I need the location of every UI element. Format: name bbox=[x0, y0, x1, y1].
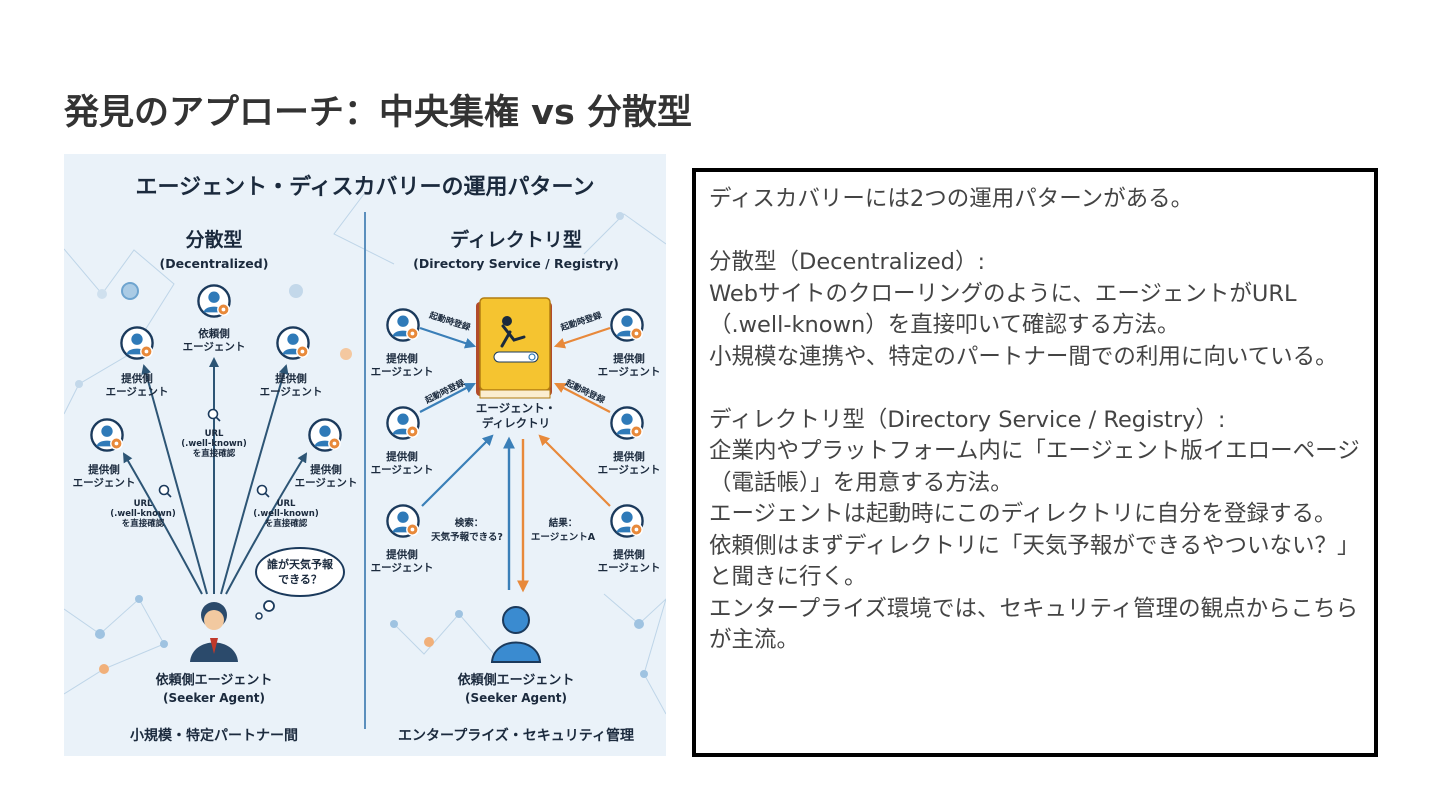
network-nodes bbox=[75, 212, 648, 678]
left-footer: 小規模・特定パートナー間 bbox=[130, 727, 298, 744]
directory-heading: ディレクトリ型（Directory Service / Registry）: bbox=[709, 406, 1226, 433]
left-seeker-line1: 依頼側エージェント bbox=[156, 672, 273, 688]
url-label-center-line1: URL bbox=[205, 429, 224, 439]
search-label-line2: 天気予報できる? bbox=[431, 531, 503, 543]
url-label-center-line2: (.well-known) bbox=[181, 439, 247, 449]
right-seeker-line2: (Seeker Agent) bbox=[465, 691, 567, 705]
right-seeker-agent-icon bbox=[490, 606, 542, 663]
right-provider-4-line2: エージェント bbox=[598, 366, 661, 378]
figure-heading: エージェント・ディスカバリーの運用パターン bbox=[136, 174, 595, 200]
left-provider-agent-icon-1 bbox=[120, 326, 154, 360]
left-seeker-agent-icon bbox=[190, 602, 238, 662]
directory-line1: エージェント・ bbox=[476, 401, 556, 415]
directory-line2: ディレクトリ bbox=[482, 416, 550, 430]
bubble-line2: できる？ bbox=[278, 573, 322, 586]
right-provider-2-line1: 提供側 bbox=[386, 450, 418, 463]
intro-text: ディスカバリーには2つの運用パターンがある。 bbox=[709, 186, 1194, 212]
right-provider-5-line2: エージェント bbox=[598, 464, 661, 476]
left-requester-line2: エージェント bbox=[183, 341, 246, 353]
url-label-left-line2: (.well-known) bbox=[110, 509, 176, 519]
search-label-line1: 検索： bbox=[455, 517, 484, 529]
right-provider-2-line2: エージェント bbox=[371, 464, 434, 476]
decentralized-heading: 分散型（Decentralized）: bbox=[709, 249, 986, 275]
right-provider-agent-icon-4 bbox=[610, 308, 644, 342]
result-label-line2: エージェントA bbox=[531, 532, 596, 543]
right-seeker-line1: 依頼側エージェント bbox=[458, 672, 575, 688]
register-label-1: 起動時登録 bbox=[427, 310, 472, 334]
right-provider-5-line1: 提供側 bbox=[613, 450, 645, 463]
directory-query: 依頼側はまずディレクトリに「天気予報ができるやついない？」と聞きに行く。 bbox=[709, 532, 1360, 591]
right-footer: エンタープライズ・セキュリティ管理 bbox=[398, 727, 634, 744]
url-label-left-line1: URL bbox=[134, 499, 153, 509]
decentralized-paragraph: 分散型（Decentralized）: Webサイトのクローリングのように、エー… bbox=[709, 247, 1362, 373]
right-provider-6-line2: エージェント bbox=[598, 562, 661, 574]
register-arrows bbox=[419, 326, 611, 507]
url-label-right-line1: URL bbox=[277, 499, 296, 509]
left-subtitle: (Decentralized) bbox=[160, 256, 269, 271]
right-subtitle: (Directory Service / Registry) bbox=[413, 256, 619, 271]
left-provider-4-line2: エージェント bbox=[295, 477, 358, 489]
right-provider-1-line2: エージェント bbox=[371, 366, 434, 378]
left-provider-agent-icon-3 bbox=[90, 418, 124, 452]
left-provider-agent-icon-2 bbox=[276, 326, 310, 360]
left-arrows bbox=[122, 357, 308, 595]
right-title: ディレクトリ型 bbox=[450, 228, 582, 251]
right-provider-4-line1: 提供側 bbox=[613, 352, 645, 365]
left-provider-agent-icon-4 bbox=[308, 418, 342, 452]
right-provider-agent-icon-5 bbox=[610, 406, 644, 440]
left-provider-1-line2: エージェント bbox=[106, 386, 169, 398]
intro-paragraph: ディスカバリーには2つの運用パターンがある。 bbox=[709, 184, 1362, 216]
directory-book-icon bbox=[476, 297, 552, 399]
left-provider-2-line1: 提供側 bbox=[275, 372, 307, 385]
left-provider-3-line2: エージェント bbox=[73, 477, 136, 489]
url-label-right-line3: を直接確認 bbox=[265, 518, 308, 529]
right-provider-1-line1: 提供側 bbox=[386, 352, 418, 365]
thought-bubble bbox=[255, 547, 345, 620]
discovery-patterns-figure: エージェント・ディスカバリーの運用パターン 分散型 (Decentralized… bbox=[64, 154, 666, 756]
url-label-center-line3: を直接確認 bbox=[193, 448, 236, 459]
left-provider-4-line1: 提供側 bbox=[310, 463, 342, 476]
decentralized-usecase: 小規模な連携や、特定のパートナー間での利用に向いている。 bbox=[709, 343, 1338, 370]
left-requester-line1: 依頼側 bbox=[198, 327, 230, 340]
slide-title: 発見のアプローチ：中央集権 vs 分散型 bbox=[64, 93, 693, 133]
right-provider-agent-icon-6 bbox=[610, 504, 644, 538]
figure-canvas: エージェント・ディスカバリーの運用パターン 分散型 (Decentralized… bbox=[64, 174, 666, 744]
right-provider-3-line2: エージェント bbox=[371, 562, 434, 574]
left-provider-1-line1: 提供側 bbox=[121, 372, 153, 385]
right-provider-3-line1: 提供側 bbox=[386, 548, 418, 561]
left-seeker-line2: (Seeker Agent) bbox=[163, 691, 265, 705]
left-provider-3-line1: 提供側 bbox=[88, 463, 120, 476]
directory-method: 企業内やプラットフォーム内に「エージェント版イエローページ（電話帳）」を用意する… bbox=[709, 438, 1360, 496]
right-provider-agent-icon-3 bbox=[386, 504, 420, 538]
register-label-3: 起動時登録 bbox=[558, 310, 603, 334]
directory-registration: エージェントは起動時にこのディレクトリに自分を登録する。 bbox=[709, 501, 1337, 527]
right-provider-agent-icon-1 bbox=[386, 308, 420, 342]
explanation-panel: ディスカバリーには2つの運用パターンがある。 分散型（Decentralized… bbox=[692, 168, 1378, 757]
left-requester-agent-icon bbox=[197, 284, 231, 318]
left-title: 分散型 bbox=[185, 228, 242, 251]
directory-enterprise: エンタープライズ環境では、セキュリティ管理の観点からこちらが主流。 bbox=[709, 595, 1359, 654]
right-provider-6-line1: 提供側 bbox=[613, 548, 645, 561]
url-label-left-line3: を直接確認 bbox=[122, 518, 165, 529]
right-provider-agent-icon-2 bbox=[386, 406, 420, 440]
left-provider-2-line2: エージェント bbox=[260, 386, 323, 398]
directory-paragraph: ディレクトリ型（Directory Service / Registry）: 企… bbox=[709, 405, 1362, 657]
result-label-line1: 結果： bbox=[549, 517, 578, 529]
bubble-line1: 誰が天気予報 bbox=[267, 557, 334, 571]
magnifier-icon bbox=[158, 408, 270, 498]
url-label-right-line2: (.well-known) bbox=[253, 509, 319, 519]
decentralized-method: Webサイトのクローリングのように、エージェントがURL（.well-known… bbox=[709, 280, 1297, 339]
